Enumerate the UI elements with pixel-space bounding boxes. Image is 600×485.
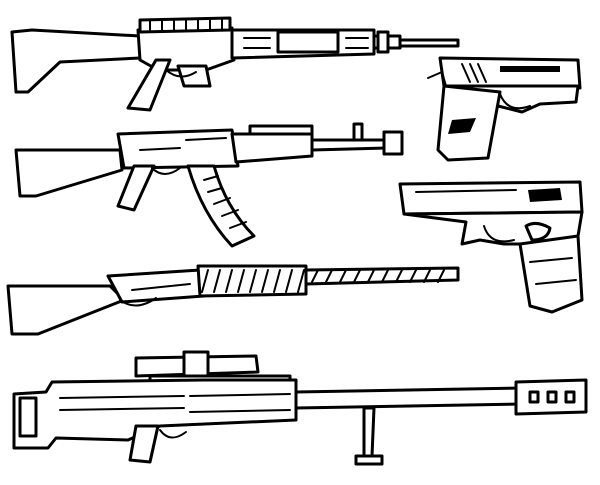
ak-rifle-icon bbox=[14, 122, 404, 248]
ar-rifle-icon bbox=[10, 16, 460, 112]
compact-pistol-icon bbox=[398, 180, 584, 314]
pistol-icon bbox=[427, 56, 582, 162]
shotgun-icon bbox=[6, 264, 460, 336]
sniper-rifle-icon bbox=[12, 350, 588, 466]
